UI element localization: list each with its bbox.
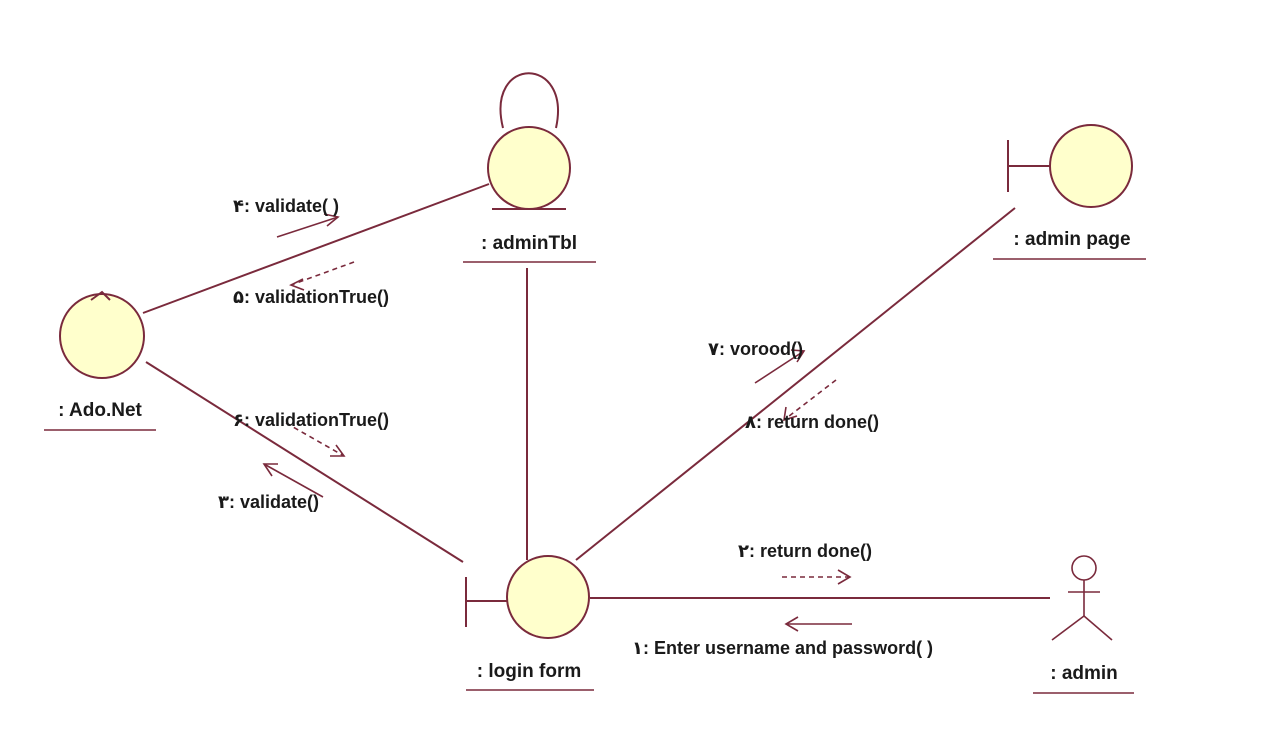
message-2: ۲: return done() (738, 541, 872, 585)
message-label: ۵: validationTrue() (233, 287, 389, 307)
link-ado-net-to-login-form (145, 361, 464, 563)
message-arrow-shaft (290, 261, 355, 286)
link-ado-net-to-admin-tbl (142, 183, 490, 314)
open-arrowhead-icon (784, 616, 799, 632)
message-1: ۱: Enter username and password( ) (632, 616, 933, 658)
admin-label: : admin (1050, 663, 1118, 684)
message-arrow-shaft (783, 379, 837, 421)
ado-net-label: : Ado.Net (58, 400, 142, 421)
login-form-label: : login form (477, 661, 581, 682)
control-circle-icon (59, 293, 145, 379)
message-label: ۸: return done() (745, 412, 879, 432)
open-arrowhead-icon (837, 569, 852, 585)
open-arrowhead-icon (289, 278, 305, 291)
message-arrow-shaft (263, 463, 324, 498)
message-8: ۸: return done() (745, 379, 879, 432)
open-arrowhead-icon (783, 406, 798, 422)
boundary-circle-icon (506, 555, 590, 639)
admin-page-object[interactable]: : admin page (993, 124, 1146, 260)
actor-right-leg-icon (1083, 615, 1113, 641)
admin-page-label: : admin page (1013, 229, 1130, 250)
message-label: ۶: validationTrue() (233, 410, 389, 430)
control-arrowhead-icon (90, 290, 111, 301)
admin-actor[interactable]: : admin (1033, 555, 1134, 694)
message-label: ۱: Enter username and password( ) (632, 638, 933, 658)
message-arrow-shaft (276, 216, 339, 238)
message-6: ۶: validationTrue() (233, 410, 389, 457)
message-label: ۴: validate( ) (233, 196, 339, 216)
admin-tbl-object[interactable]: : adminTbl (463, 126, 596, 263)
message-label: ۲: return done() (738, 541, 872, 561)
admin-tbl-label: : adminTbl (481, 233, 577, 254)
message-arrow-shaft (754, 350, 805, 384)
message-5: ۵: validationTrue() (233, 261, 389, 307)
open-arrowhead-icon (323, 213, 340, 227)
message-3: ۳: validate() (218, 463, 324, 512)
link-login-form-to-admin-page (575, 207, 1016, 561)
open-arrowhead-icon (262, 463, 278, 477)
actor-left-leg-icon (1051, 615, 1085, 641)
login-form-object[interactable]: : login form (465, 555, 594, 691)
boundary-circle-icon (1049, 124, 1133, 208)
message-4: ۴: validate( ) (233, 196, 340, 238)
message-7: ۷: vorood() (708, 339, 806, 384)
entity-circle-icon (487, 126, 571, 210)
ado-net-object[interactable]: : Ado.Net (44, 290, 156, 431)
open-arrowhead-icon (330, 444, 346, 457)
message-label: ۷: vorood() (708, 339, 803, 359)
open-arrowhead-icon (790, 349, 806, 363)
message-arrow-shaft (285, 422, 345, 457)
message-label: ۳: validate() (218, 492, 319, 512)
self-link-admin-tbl (499, 72, 559, 129)
actor-head-icon (1071, 555, 1097, 581)
